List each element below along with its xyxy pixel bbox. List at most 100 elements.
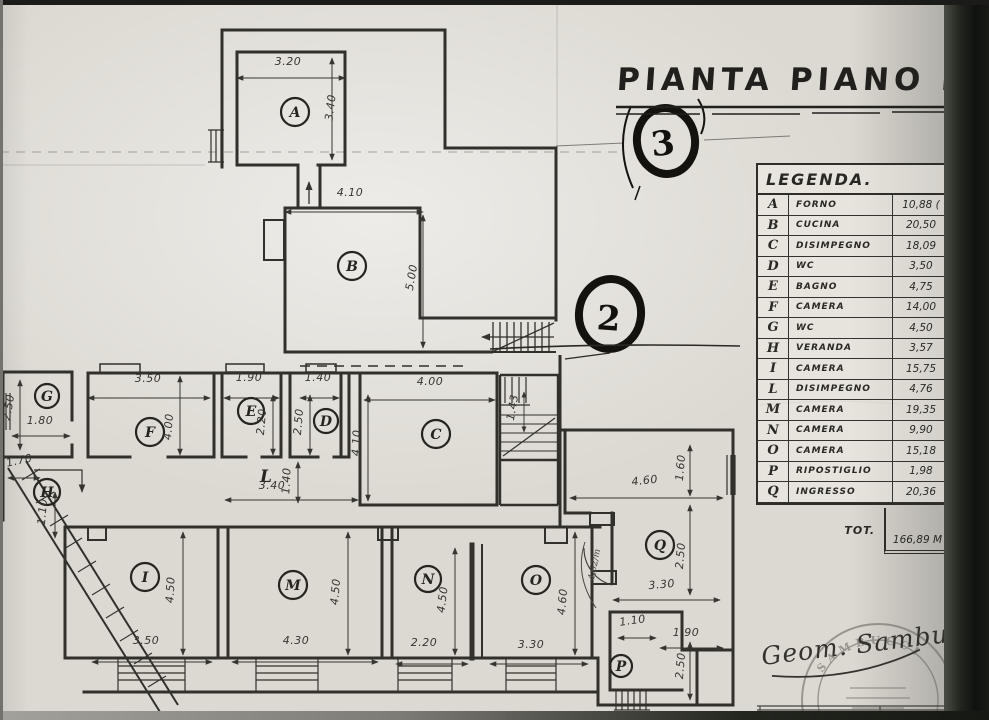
window-icon [208,129,224,163]
room-label-Q: Q [654,538,666,554]
legend-row-value: 20,36 [905,485,937,498]
walls-lower-wing [63,525,602,694]
room-circle-N [413,564,443,594]
dimension-label: 3.40 [259,479,286,492]
legend-row-name: VERANDA [789,338,893,358]
legend-row-name: INGRESSO [789,482,893,502]
dimension-label: 4.50 [434,586,450,614]
legend-row-value: 15,75 [905,362,937,375]
legend-row-name: RIPOSTIGLIO [789,461,893,481]
stairwell-c [498,373,560,507]
legend-row-letter: E [758,277,789,297]
legend-row-name: WC [789,256,893,276]
room-label-A: A [288,105,301,121]
scanner-edge-left [0,0,3,720]
legend-row-value: 3,57 [909,342,933,355]
dimension-label: 3.50 [135,372,162,385]
scanner-edge-bottom [0,711,989,720]
dimension-label: 1.40 [279,467,293,494]
dimension-label: 1.70 [5,451,34,469]
legend-total-value: 166,89 M [884,508,949,554]
dimension-label: 1.40 [305,371,332,384]
room-circle-G [33,382,61,410]
dimension-lines [7,57,724,701]
legend-row-letter: M [758,400,789,420]
legend-row-value: 3,50 [909,260,933,273]
legend-row-name: BAGNO [789,277,893,297]
legend-row-value: 19,35 [905,403,937,416]
legend-row-letter: L [758,379,789,399]
room-label-H: H [39,485,54,501]
room-circle-P [608,653,634,679]
legend-row-letter: C [758,236,789,256]
legend-row-value: 4,76 [909,383,933,396]
legend-row-name: FORNO [789,195,893,215]
legend-row-letter: P [758,461,789,481]
dimension-label: 2.50 [673,652,688,680]
legend-row-name: CAMERA [789,441,893,461]
dimension-label: 3.50 [133,634,160,647]
legend-header: LEGENDA. [758,165,949,195]
dimension-label: 1.43 [504,393,521,421]
legend-row-name: DISIMPEGNO [789,379,893,399]
window-icon [726,455,736,495]
legend-row-name: CAMERA [789,400,893,420]
legend-row-letter: B [758,215,789,235]
dimension-label: 2.50 [673,542,688,570]
legend-row-letter: O [758,441,789,461]
scanner-edge-right [944,0,989,720]
dimension-label: 3.30 [648,577,676,592]
dimension-label: 2.20 [254,408,269,436]
dimension-label: 1.90 [673,626,700,639]
title-block-edge [757,705,945,720]
dimension-label: 2.50 [291,408,306,436]
legend-row-value: 14,00 [905,301,937,314]
sheet-number-digit: 3 [649,123,677,165]
walls-right-wing [558,428,735,707]
legend-row-letter: G [758,318,789,338]
walls-mid-wing [1,363,499,522]
room-circle-A [279,96,311,128]
room-label-D: D [319,414,333,430]
staircase-main [420,322,556,354]
dimension-label: 3.40 [322,94,338,122]
room-label-F: F [144,425,156,441]
legend-row-name: DISIMPEGNO [789,236,893,256]
legend-total: TOT. 166,89 M [756,508,949,554]
legend-row-letter: D [758,256,789,276]
dimension-label: 1.10 [35,498,50,526]
dimension-label: 4.00 [417,375,444,388]
door-arc [583,547,613,586]
room-circle-Q [644,529,676,561]
room-circle-M [277,569,309,601]
dimension-label: 4.60 [631,473,659,489]
veranda-ramp [7,460,179,713]
dimension-label: 4.50 [163,576,177,603]
legend-row-value: 1,98 [909,465,933,478]
dimension-label: 2.20 [411,636,438,649]
room-label-N: N [421,572,436,588]
staircase-p [614,690,650,711]
legend-row-value: 15,18 [905,444,937,457]
room-circle-B [336,250,368,282]
legend-row-value: 4,75 [909,280,933,293]
legend-row-value: 4,50 [909,321,933,334]
handwritten-note: 4,62/m [587,548,604,582]
room-circle-F [134,416,166,448]
legend-row-letter: I [758,359,789,379]
legend-row-value: 10,88 ( [902,198,940,211]
dimension-label: 1.10 [618,612,646,629]
walls-upper-wing [220,28,558,354]
legend-row-name: WC [789,318,893,338]
